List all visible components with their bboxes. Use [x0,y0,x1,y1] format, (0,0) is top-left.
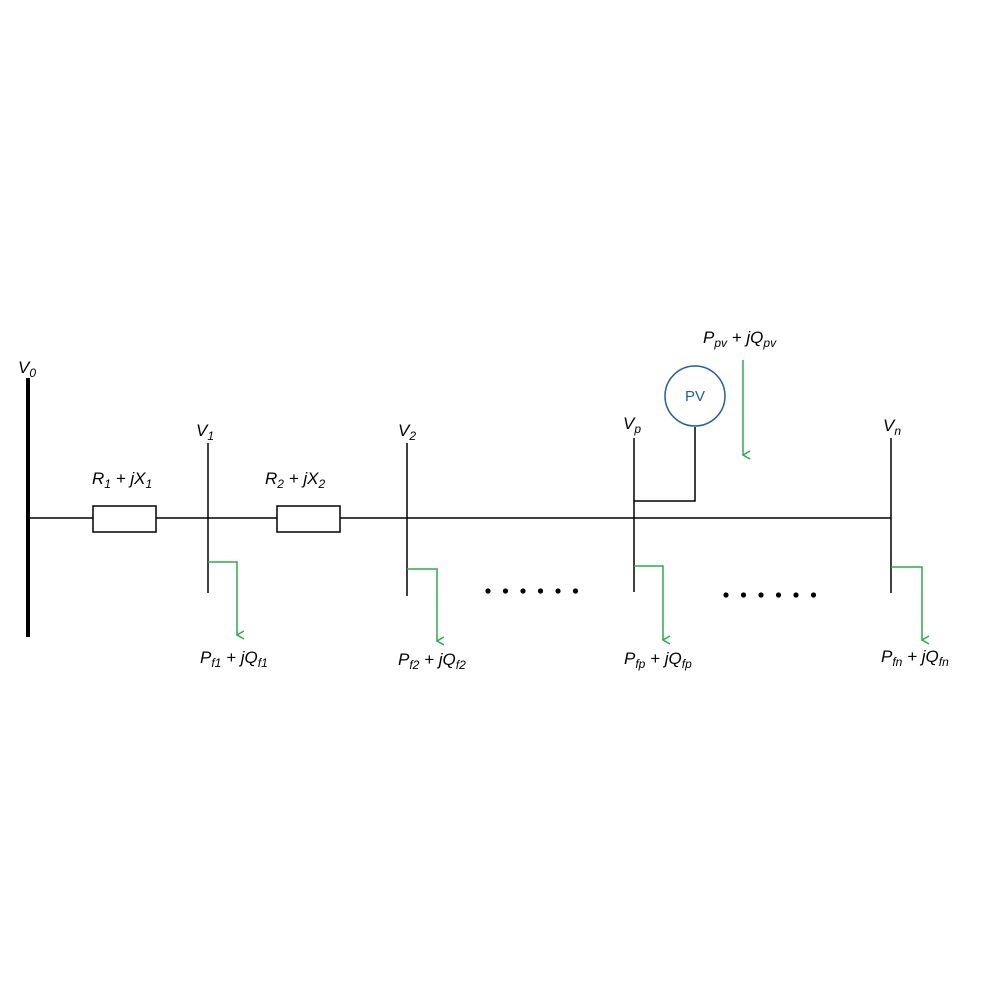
ellipsis-dot [555,588,561,594]
impedance-box-1 [92,505,157,533]
ellipsis-dots-2 [723,592,817,598]
source-bus-label: V0 [18,358,36,380]
load-label-n: Pfn + jQfn [881,647,949,669]
ellipsis-dot [810,592,817,598]
bus-label-2: V2 [398,421,416,443]
pv-power-label: Ppv + jQpv [703,328,777,350]
ellipsis-dot [758,592,764,598]
impedance-box-2 [276,505,341,533]
load-label-2: Pf2 + jQf2 [398,650,466,672]
ellipsis-dot [793,592,799,598]
pv-generator-circle [664,365,726,427]
pv-connection-line [634,427,696,502]
pv-generator-label: PV [685,388,705,405]
ellipsis-dots-1 [485,588,579,594]
ellipsis-dot [723,592,729,598]
ellipsis-dot [485,588,491,594]
load-arrow-p [634,565,671,645]
ellipsis-dot [520,588,526,594]
ellipsis-dot [775,592,782,598]
bus-label-1: V1 [196,421,214,443]
ellipsis-dot [572,588,579,594]
ellipsis-dot [502,588,509,594]
load-label-1: Pf1 + jQf1 [200,648,268,670]
bus-label-n: Vn [883,416,901,438]
load-arrow-2 [407,568,445,646]
ellipsis-dot [740,592,747,598]
ellipsis-dot [537,588,544,594]
load-arrow-1 [208,561,245,640]
load-arrow-n [891,566,930,645]
bus-label-p: Vp [623,414,641,436]
impedance-label-1: R1 + jX1 [92,469,152,491]
impedance-label-2: R2 + jX2 [265,469,325,491]
load-label-p: Pfp + jQfp [624,649,692,671]
